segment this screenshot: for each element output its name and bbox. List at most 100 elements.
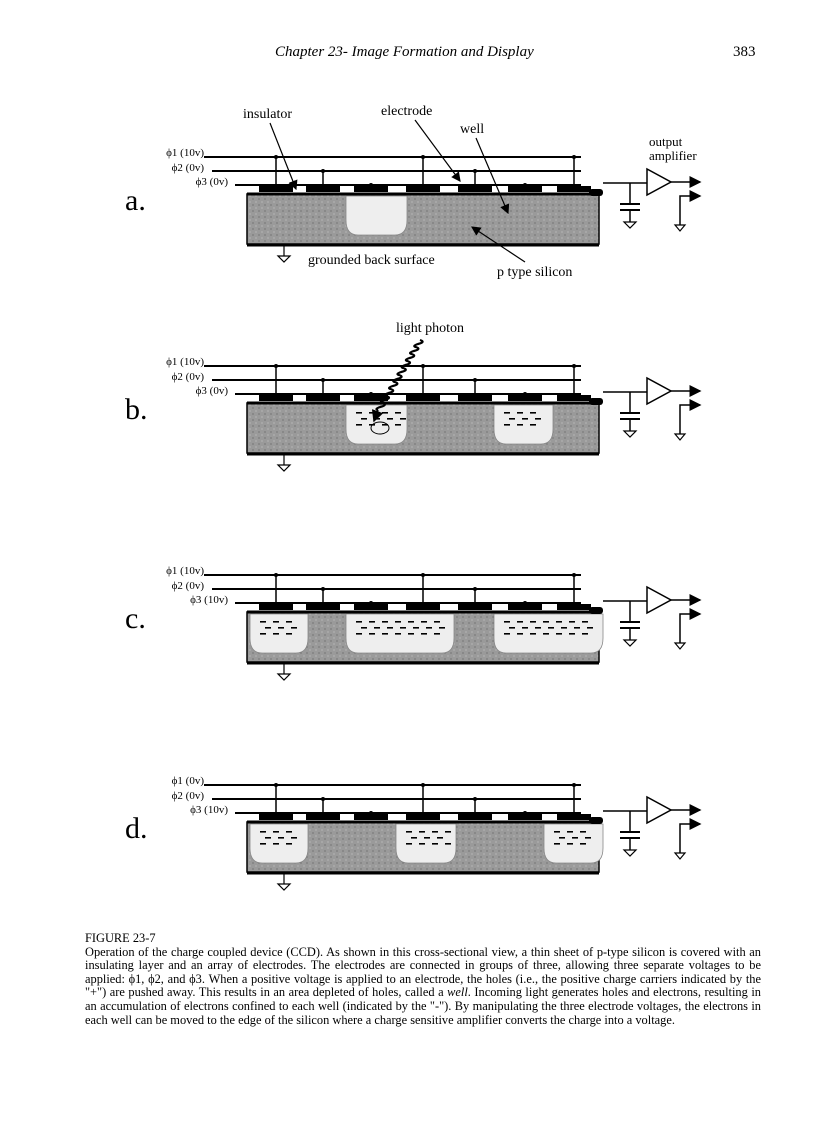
tap-dot bbox=[523, 601, 527, 605]
electrode bbox=[354, 814, 388, 820]
electron-mark bbox=[517, 621, 523, 623]
tap-dot bbox=[274, 155, 278, 159]
tap-dot bbox=[421, 573, 425, 577]
page-number: 383 bbox=[733, 44, 756, 60]
electron-mark bbox=[504, 621, 510, 623]
electron-mark bbox=[580, 843, 586, 845]
depletion-well bbox=[345, 195, 408, 236]
tap-dot bbox=[421, 783, 425, 787]
electrode bbox=[306, 186, 340, 192]
ground-icon bbox=[622, 221, 638, 229]
electron-mark bbox=[260, 633, 266, 635]
ccd-panel-b: b.ϕ1 (10v)ϕ2 (0v)ϕ3 (0v) bbox=[125, 338, 702, 472]
electron-mark bbox=[286, 621, 292, 623]
electron-mark bbox=[278, 837, 284, 839]
electrode bbox=[458, 186, 492, 192]
phase-label-2: ϕ2 (0v) bbox=[172, 580, 205, 592]
electron-mark bbox=[411, 837, 417, 839]
electron-mark bbox=[585, 837, 591, 839]
tap-dot bbox=[473, 797, 477, 801]
electron-mark bbox=[432, 831, 438, 833]
tap-dot bbox=[572, 364, 576, 368]
panel-letter: b. bbox=[125, 393, 148, 426]
electron-mark bbox=[421, 621, 427, 623]
chapter-title: Chapter 23- Image Formation and Display bbox=[275, 44, 534, 60]
electron-mark bbox=[286, 831, 292, 833]
electron-mark bbox=[548, 627, 554, 629]
electron-mark bbox=[582, 633, 588, 635]
electron-mark bbox=[260, 621, 266, 623]
electron-mark bbox=[273, 831, 279, 833]
tap-dot bbox=[473, 378, 477, 382]
depletion-well bbox=[395, 823, 457, 864]
electrode bbox=[354, 395, 388, 401]
page-header: Chapter 23- Image Formation and Display … bbox=[0, 44, 816, 64]
tap-dot bbox=[572, 783, 576, 787]
label-light-photon: light photon bbox=[396, 321, 464, 336]
electron-mark bbox=[543, 633, 549, 635]
phase-label-3: ϕ3 (0v) bbox=[196, 176, 229, 188]
amp-ground-wire bbox=[679, 608, 702, 643]
amp-ground-wire bbox=[679, 818, 702, 853]
electron-mark bbox=[530, 633, 536, 635]
electron-mark bbox=[356, 633, 362, 635]
tap-dot bbox=[274, 364, 278, 368]
label-grounded-back-surface: grounded back surface bbox=[308, 253, 435, 268]
amplifier-icon bbox=[646, 585, 673, 615]
electron-mark bbox=[408, 621, 414, 623]
electron-mark bbox=[587, 627, 593, 629]
electron-mark bbox=[356, 621, 362, 623]
electron-mark bbox=[382, 633, 388, 635]
tap-dot bbox=[523, 392, 527, 396]
electrode bbox=[557, 814, 591, 820]
phase-label-3: ϕ3 (0v) bbox=[196, 385, 229, 397]
ccd-panel-d: d.ϕ1 (0v)ϕ2 (0v)ϕ3 (10v) bbox=[125, 775, 702, 891]
tap-dot bbox=[421, 155, 425, 159]
electron-mark bbox=[535, 418, 541, 420]
panel-a-annotations: insulator electrode well output amplifie… bbox=[243, 104, 697, 336]
electrode bbox=[458, 604, 492, 610]
electron-mark bbox=[395, 621, 401, 623]
tap-dot bbox=[369, 183, 373, 187]
tap-dot bbox=[473, 169, 477, 173]
electrode bbox=[306, 395, 340, 401]
electrode bbox=[259, 814, 293, 820]
output-node bbox=[589, 189, 603, 196]
figure-caption: FIGURE 23-7 Operation of the charge coup… bbox=[85, 931, 761, 1027]
electron-mark bbox=[382, 621, 388, 623]
electron-mark bbox=[543, 621, 549, 623]
electron-mark bbox=[559, 837, 565, 839]
electron-mark bbox=[382, 424, 388, 426]
tap-dot bbox=[369, 811, 373, 815]
electron-mark bbox=[291, 837, 297, 839]
amplifier-icon bbox=[646, 376, 673, 406]
depletion-well bbox=[493, 404, 554, 445]
label-amplifier: amplifier bbox=[649, 148, 697, 163]
electron-mark bbox=[445, 831, 451, 833]
electrode bbox=[306, 814, 340, 820]
electrode bbox=[306, 604, 340, 610]
electron-mark bbox=[535, 627, 541, 629]
electron-mark bbox=[554, 843, 560, 845]
electron-mark bbox=[387, 627, 393, 629]
electrode bbox=[508, 186, 542, 192]
electrode bbox=[259, 604, 293, 610]
label-output: output bbox=[649, 134, 683, 149]
electrode bbox=[508, 395, 542, 401]
tap-dot bbox=[321, 587, 325, 591]
tap-dot bbox=[369, 601, 373, 605]
electron-mark bbox=[395, 424, 401, 426]
electron-mark bbox=[291, 627, 297, 629]
arrow-insulator bbox=[269, 122, 298, 191]
electron-mark bbox=[286, 843, 292, 845]
electron-mark bbox=[574, 627, 580, 629]
electron-mark bbox=[439, 627, 445, 629]
electrode bbox=[508, 814, 542, 820]
electron-mark bbox=[434, 621, 440, 623]
electron-mark bbox=[567, 843, 573, 845]
tap-dot bbox=[523, 811, 527, 815]
electron-mark bbox=[260, 843, 266, 845]
ground-icon bbox=[276, 883, 292, 891]
electron-mark bbox=[408, 633, 414, 635]
electrode bbox=[406, 395, 440, 401]
